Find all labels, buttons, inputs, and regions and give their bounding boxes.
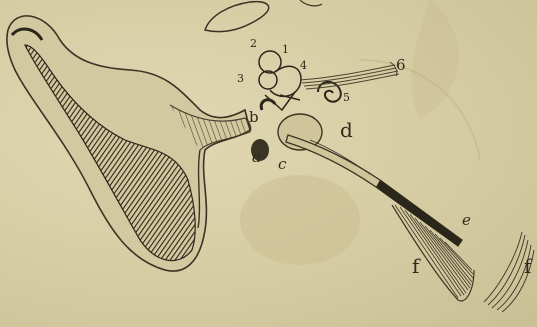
- top-curve-outline: [205, 2, 269, 32]
- stain-mark: [411, 0, 458, 120]
- ossicles: [259, 51, 301, 110]
- tube-cartilage: [376, 180, 462, 246]
- auditory-nerve: [300, 62, 399, 89]
- stain-mark: [240, 175, 360, 265]
- label-b: b: [249, 110, 259, 125]
- label-3: 3: [237, 73, 244, 84]
- label-d: d: [340, 120, 353, 140]
- label-6: 6: [396, 58, 406, 73]
- label-e: e: [462, 213, 471, 228]
- label-1: 1: [282, 44, 289, 55]
- label-f-left: f: [412, 256, 419, 276]
- label-4: 4: [300, 60, 307, 71]
- label-c: c: [278, 157, 286, 172]
- label-a: a: [252, 150, 261, 165]
- label-2: 2: [250, 38, 257, 49]
- cochlea: [318, 82, 341, 102]
- label-5: 5: [343, 92, 350, 103]
- label-f-right: f: [524, 256, 531, 276]
